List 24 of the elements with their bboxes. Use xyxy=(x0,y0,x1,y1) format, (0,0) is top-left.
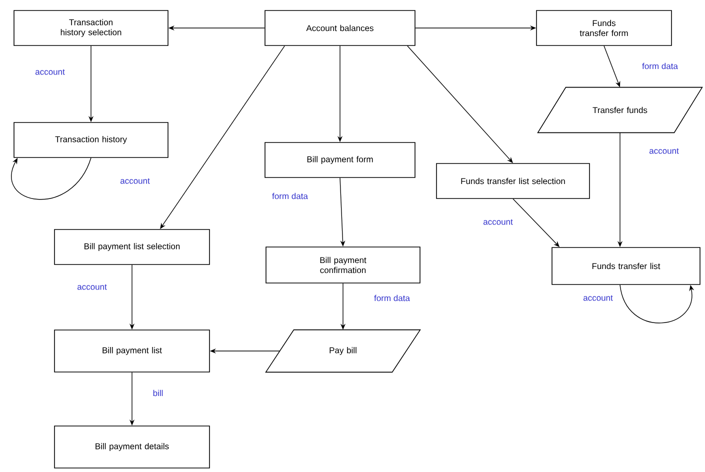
edge-label: account xyxy=(34,68,66,76)
process-box: Account balances xyxy=(264,10,416,46)
data-parallelogram: Pay bill xyxy=(265,329,421,373)
process-box: Bill payment confirmation xyxy=(266,246,420,284)
edge-label: account xyxy=(76,283,108,291)
edge-label: form data xyxy=(641,62,679,70)
process-box: Bill payment details xyxy=(54,426,210,468)
process-box: Bill payment list selection xyxy=(54,229,210,265)
edge-label: account xyxy=(482,218,514,226)
edge-label: bill xyxy=(152,388,164,398)
process-box: Transaction history xyxy=(14,122,168,158)
process-box: Bill payment form xyxy=(264,142,416,178)
edge-label: form data xyxy=(373,294,411,302)
process-box: Bill payment list xyxy=(54,330,210,372)
arrow xyxy=(11,158,92,200)
edge-label: account xyxy=(648,147,680,155)
process-box: Funds transfer form xyxy=(536,10,672,46)
process-box: Funds transfer list xyxy=(552,247,700,285)
edge-label: account xyxy=(582,294,614,302)
edge-label: account xyxy=(119,177,151,185)
data-parallelogram: Transfer funds xyxy=(537,86,703,134)
edge-label: form data xyxy=(271,192,309,200)
process-box: Transaction history selection xyxy=(14,10,168,46)
process-box: Funds transfer list selection xyxy=(436,163,590,199)
